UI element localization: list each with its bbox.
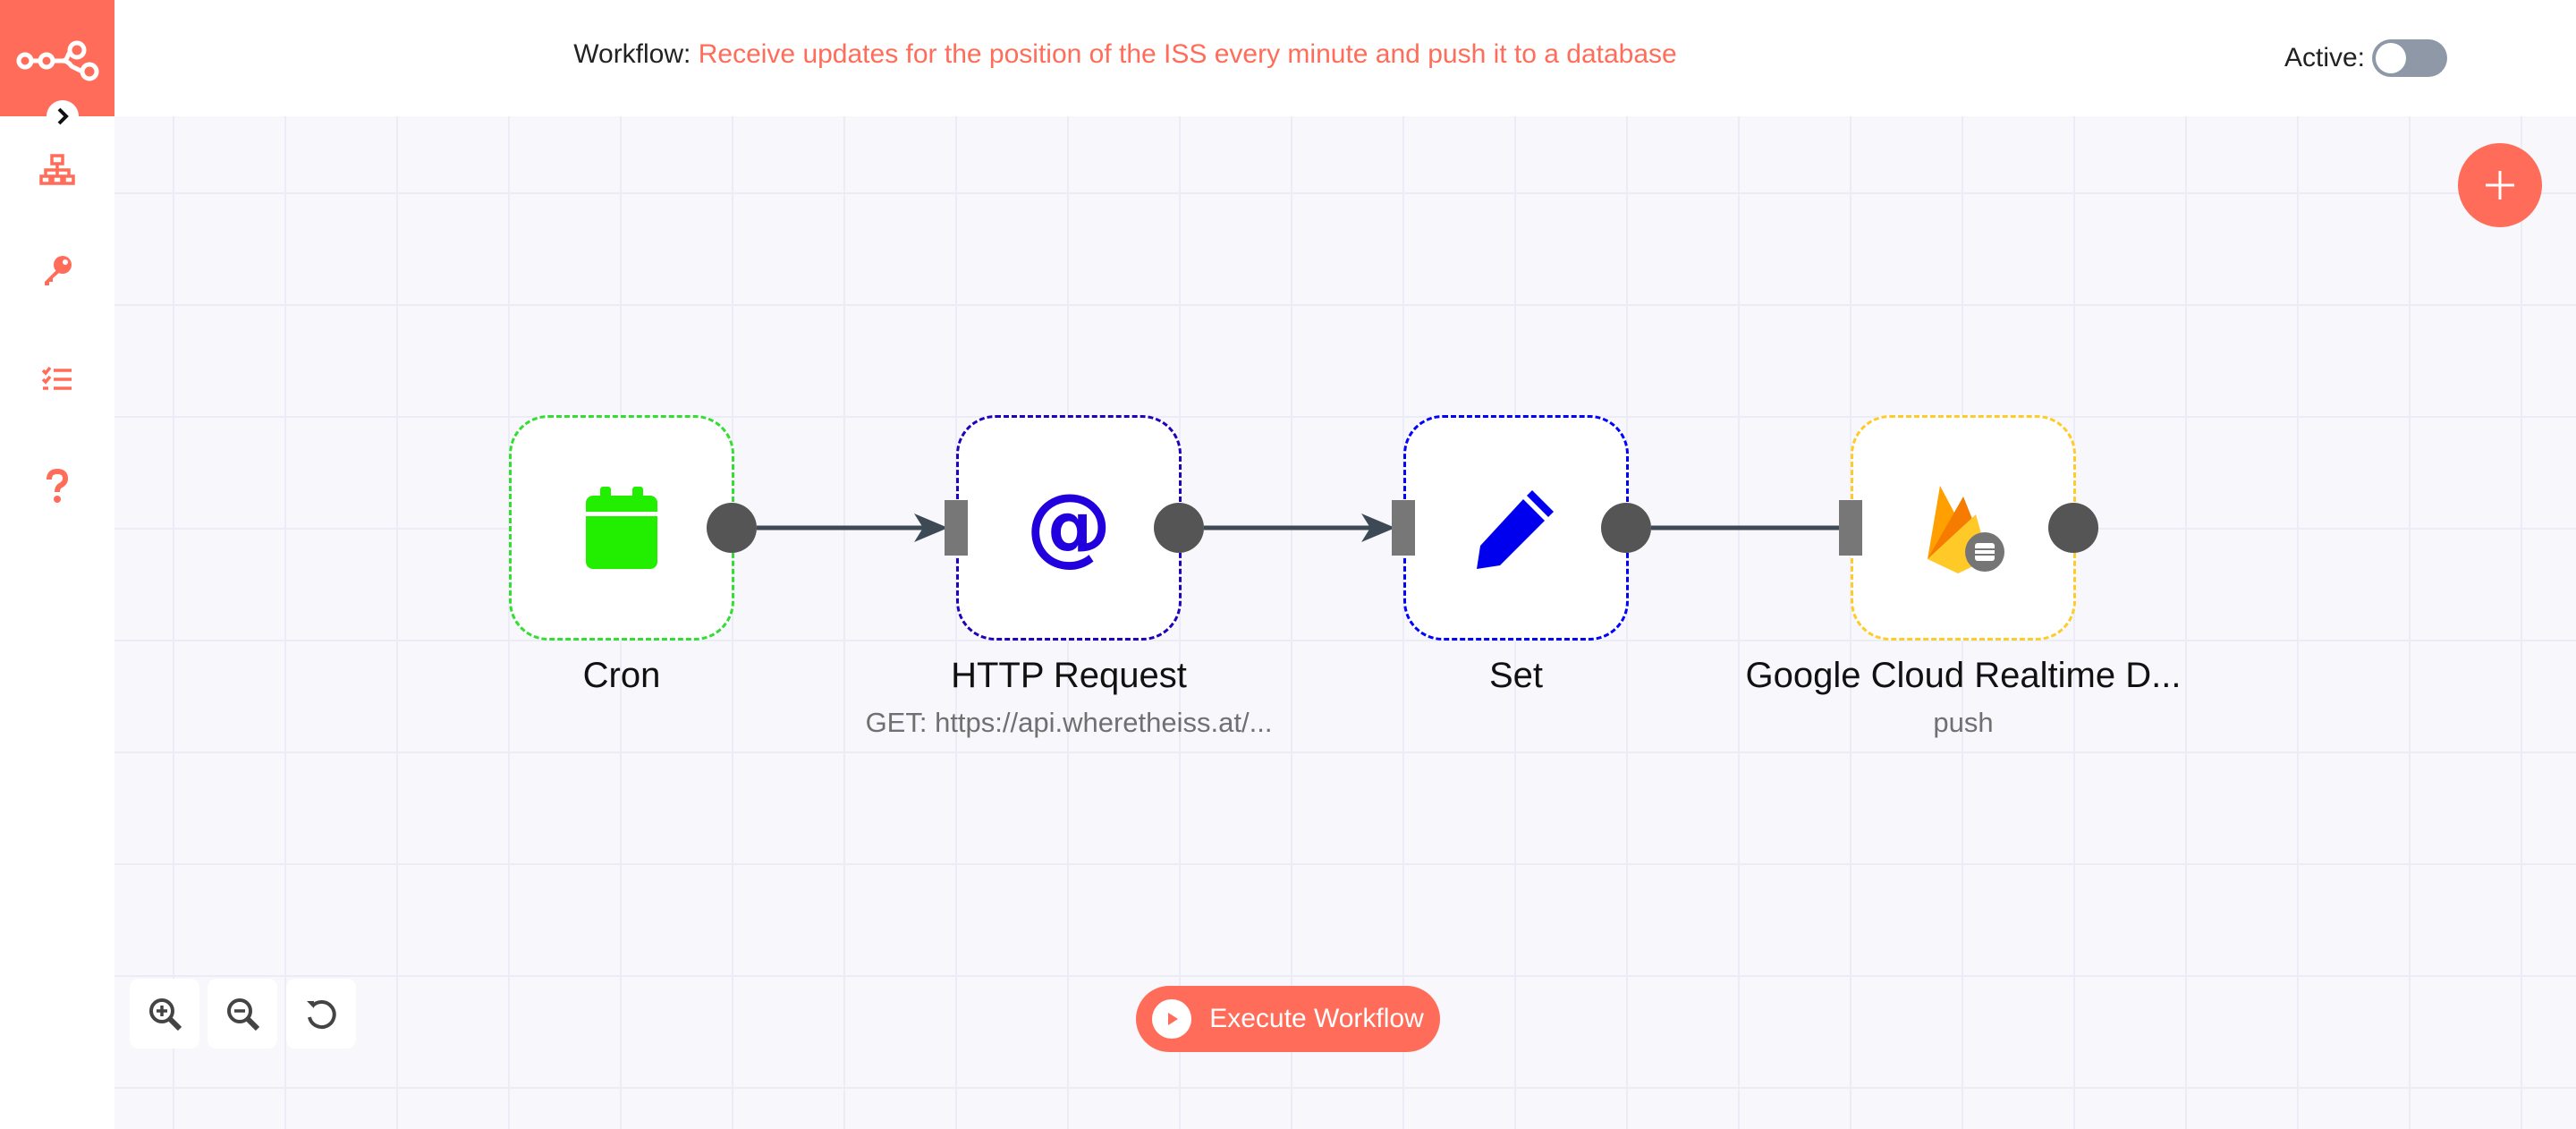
play-icon <box>1152 999 1192 1039</box>
input-handle[interactable] <box>1392 500 1415 556</box>
network-icon <box>39 154 75 185</box>
svg-text:@: @ <box>1026 485 1112 571</box>
key-icon <box>45 256 72 285</box>
workflow-title: Workflow: Receive updates for the positi… <box>114 39 2136 70</box>
active-toggle-group: Active: <box>2284 39 2447 77</box>
zoom-in-button[interactable] <box>130 979 199 1048</box>
calendar-icon <box>586 487 657 569</box>
zoom-in-icon <box>149 998 182 1031</box>
node-cron[interactable] <box>509 415 734 641</box>
add-node-button[interactable] <box>2458 143 2542 227</box>
zoom-out-icon <box>227 998 260 1031</box>
sidebar-item-help[interactable] <box>36 465 79 508</box>
node-subtitle: push <box>1933 707 1994 738</box>
sidebar <box>0 0 114 1129</box>
active-toggle[interactable] <box>2372 39 2447 77</box>
output-handle[interactable] <box>1601 503 1651 553</box>
connection-arrow-icon <box>1361 514 1395 542</box>
output-handle[interactable] <box>2048 503 2098 553</box>
execute-workflow-label: Execute Workflow <box>1209 1004 1424 1033</box>
header-bar: Workflow: Receive updates for the positi… <box>114 0 2576 116</box>
pencil-icon <box>1477 490 1554 569</box>
output-handle[interactable] <box>707 503 757 553</box>
active-label: Active: <box>2284 43 2365 72</box>
node-label: Set <box>1488 656 1544 695</box>
tasks-icon <box>41 366 72 390</box>
zoom-out-button[interactable] <box>208 979 277 1048</box>
input-handle[interactable] <box>945 500 968 556</box>
output-handle[interactable] <box>1154 503 1204 553</box>
sidebar-item-workflows[interactable] <box>36 149 79 191</box>
reset-zoom-button[interactable] <box>286 979 356 1048</box>
expand-sidebar-button[interactable] <box>47 100 79 132</box>
workflow-name[interactable]: Receive updates for the position of the … <box>698 39 1677 69</box>
node-http-request[interactable]: @ <box>956 415 1182 641</box>
node-label: Google Cloud Realtime D... <box>1745 656 2182 695</box>
n8n-logo[interactable] <box>0 0 114 116</box>
question-icon <box>47 469 69 503</box>
input-handle[interactable] <box>1839 500 1862 556</box>
node-set[interactable] <box>1403 415 1629 641</box>
plus-icon <box>2486 171 2514 199</box>
sidebar-item-executions[interactable] <box>36 358 79 401</box>
node-subtitle: GET: https://api.wheretheiss.at/... <box>865 707 1273 738</box>
node-google-cloud-realtime-database[interactable] <box>1851 415 2076 641</box>
sidebar-item-credentials[interactable] <box>36 249 79 292</box>
at-icon: @ <box>1026 485 1112 571</box>
node-label: HTTP Request <box>951 656 1187 695</box>
toggle-knob <box>2376 43 2406 73</box>
connection-arrow-icon <box>914 514 948 542</box>
node-label: Cron <box>582 656 661 695</box>
chevron-right-icon <box>57 107 69 125</box>
firebase-icon <box>1928 486 2004 573</box>
workflow-title-prefix: Workflow: <box>573 39 691 69</box>
execute-workflow-button[interactable]: Execute Workflow <box>1136 986 1440 1052</box>
undo-icon <box>307 1000 336 1030</box>
